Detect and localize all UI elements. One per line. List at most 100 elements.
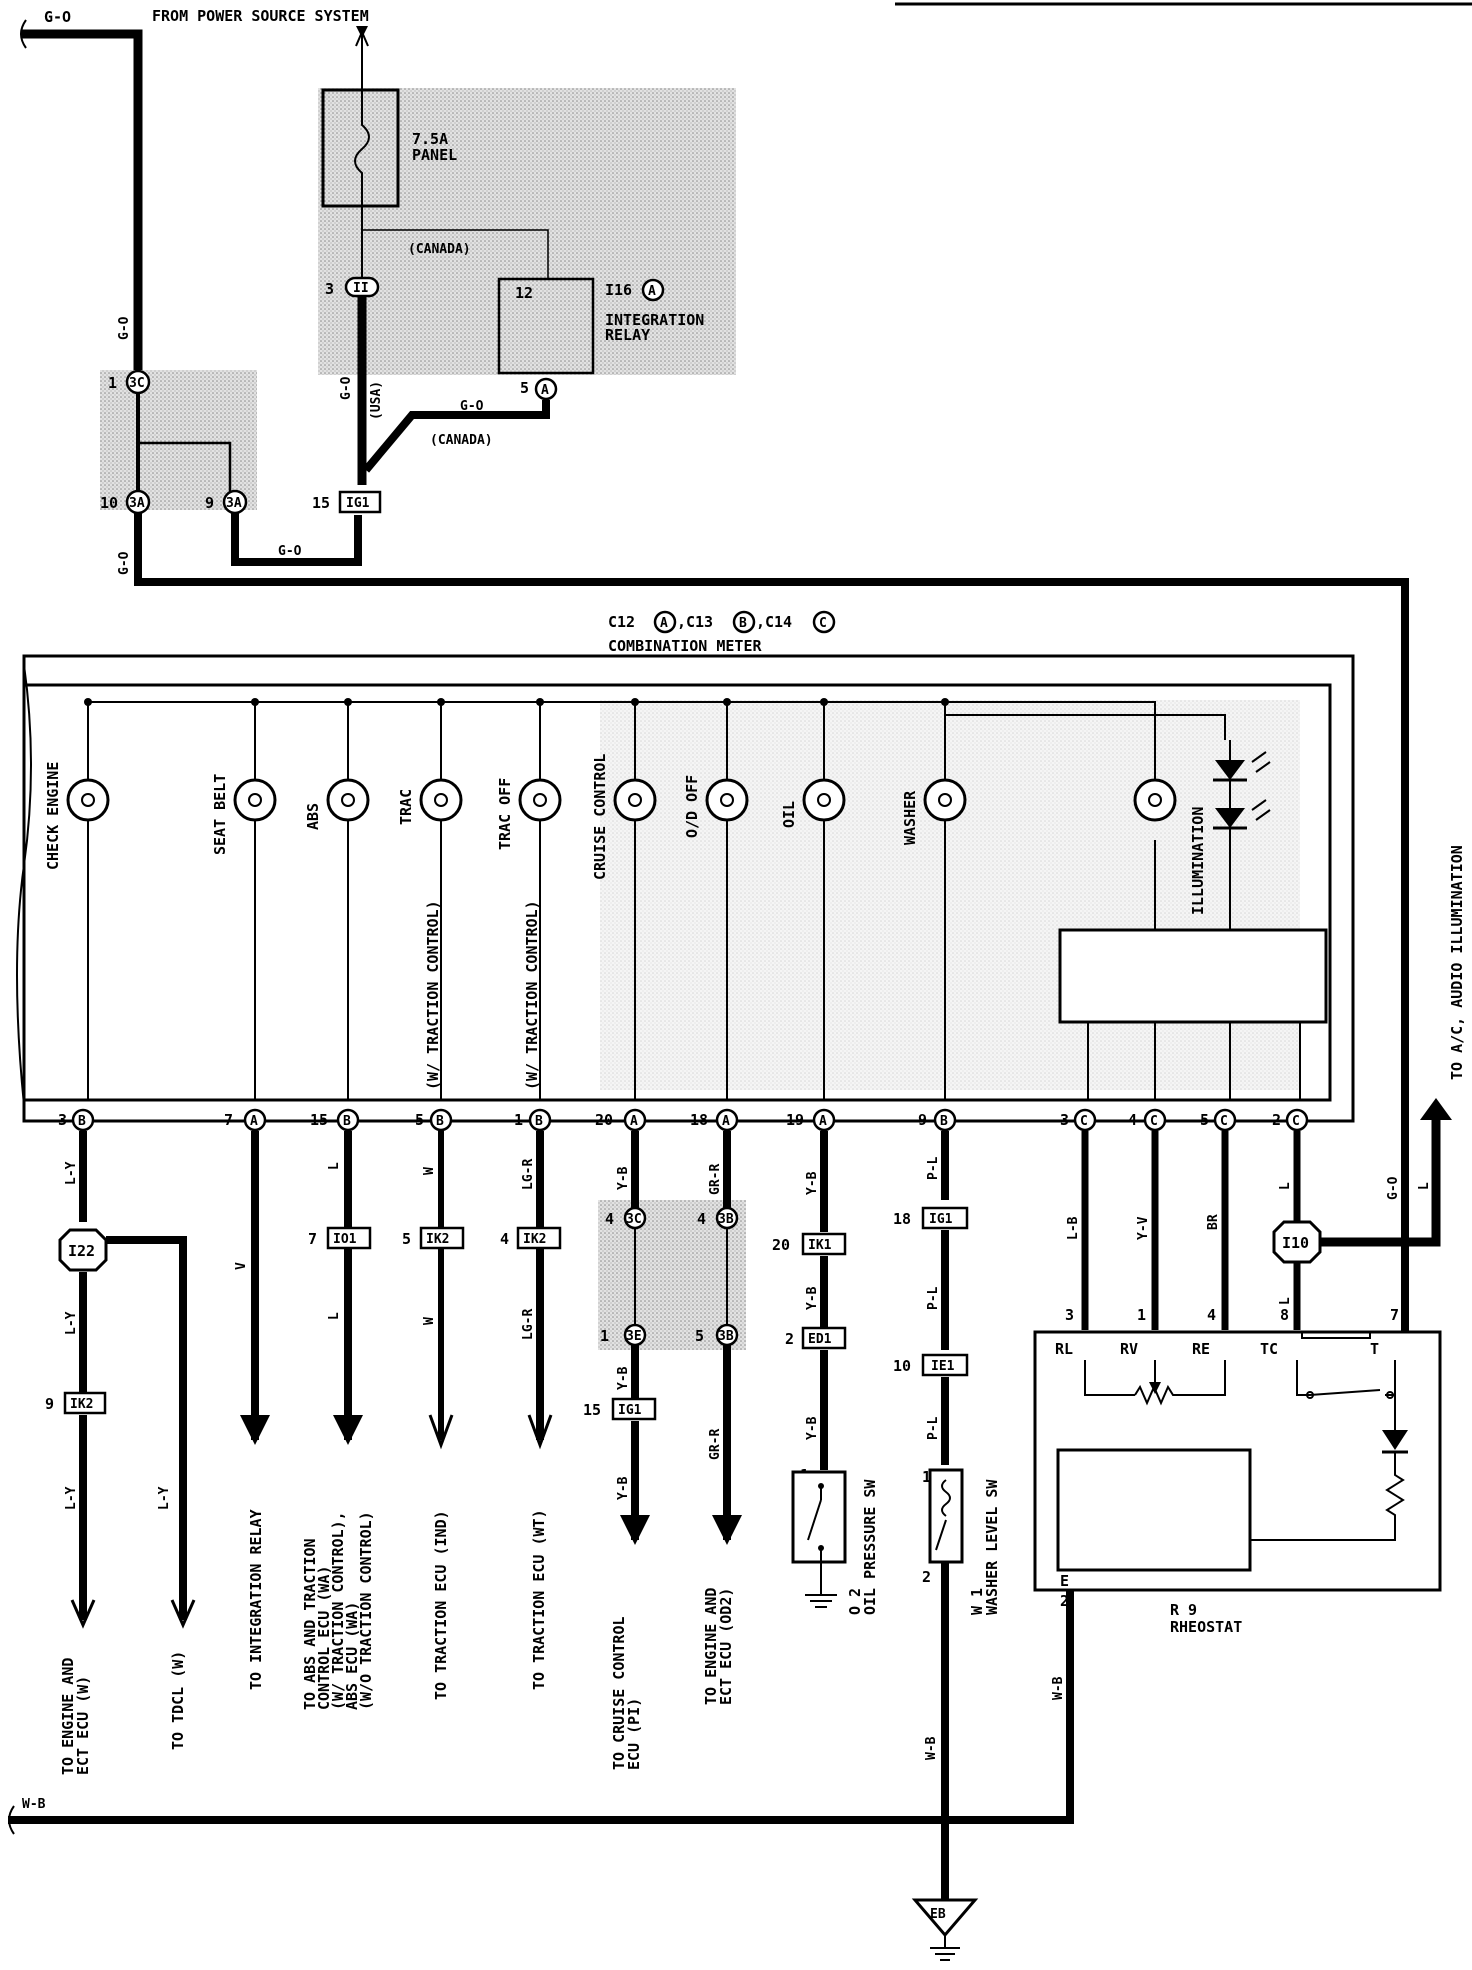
- svg-text:3B: 3B: [718, 1212, 734, 1227]
- svg-text:5: 5: [415, 1111, 424, 1129]
- svg-text:W 1: W 1: [968, 1588, 986, 1615]
- svg-text:TO ENGINE AND: TO ENGINE AND: [702, 1588, 720, 1705]
- svg-text:ECT ECU (W): ECT ECU (W): [74, 1676, 92, 1775]
- dest-integration-relay: TO INTEGRATION RELAY: [247, 1509, 265, 1690]
- wire-label-br: BR: [1206, 1214, 1221, 1230]
- svg-text:TO ENGINE AND: TO ENGINE AND: [59, 1658, 77, 1775]
- label-washer-level-sw: W 1 WASHER LEVEL SW: [968, 1479, 1001, 1615]
- rheo-term-re: RE: [1192, 1340, 1210, 1358]
- rheo-term-rv: RV: [1120, 1340, 1138, 1358]
- wire-label-ly-tdcl: L-Y: [157, 1486, 172, 1510]
- svg-text:(W/ TRACTION CONTROL),: (W/ TRACTION CONTROL),: [329, 1511, 347, 1710]
- relay-connector-a: A: [534, 377, 558, 401]
- rheostat-name: RHEOSTAT: [1170, 1618, 1242, 1636]
- power-section: G-O FROM POWER SOURCE SYSTEM G-O 3C 1 3A…: [20, 2, 1472, 1440]
- svg-text:5: 5: [695, 1327, 704, 1345]
- svg-text:IK2: IK2: [426, 1232, 449, 1247]
- connector-i10: I10: [1272, 1220, 1322, 1264]
- svg-text:OIL PRESSURE SW: OIL PRESSURE SW: [861, 1479, 879, 1615]
- svg-text:C: C: [1292, 1114, 1300, 1129]
- lamp-label-illumination: ILLUMINATION: [1189, 807, 1207, 915]
- canada-label-1: (CANADA): [408, 242, 471, 257]
- svg-text:(W/O TRACTION CONTROL): (W/O TRACTION CONTROL): [357, 1511, 375, 1710]
- svg-text:10: 10: [893, 1357, 911, 1375]
- svg-text:9: 9: [205, 494, 214, 512]
- lamp-label-od-off: O/D OFF: [683, 775, 701, 838]
- wire-label-l-1: L: [327, 1162, 342, 1170]
- svg-text:1: 1: [108, 374, 117, 392]
- wire-label-wb-3: W-B: [22, 1797, 46, 1812]
- connector-3a-right: 3A 9: [205, 489, 248, 515]
- svg-text:A: A: [250, 1114, 258, 1129]
- wire-label-lb: L-B: [1066, 1216, 1081, 1240]
- wire-label-l-5: L: [1278, 1297, 1293, 1305]
- svg-text:TO CRUISE CONTROL: TO CRUISE CONTROL: [610, 1616, 628, 1770]
- svg-text:3C: 3C: [129, 376, 145, 391]
- lamp-label-check-engine: CHECK ENGINE: [44, 762, 62, 870]
- meter-title: COMBINATION METER: [608, 637, 762, 655]
- svg-text:TO ABS AND TRACTION: TO ABS AND TRACTION: [301, 1538, 319, 1710]
- wire-label-yb-3: Y-B: [616, 1476, 631, 1500]
- usa-label: (USA): [369, 381, 384, 420]
- meter-inner-frame: [24, 683, 1332, 1102]
- svg-text:3: 3: [1065, 1306, 1074, 1324]
- wire-label-yb-5: Y-B: [805, 1286, 820, 1310]
- svg-text:I10: I10: [1282, 1234, 1309, 1252]
- potentiometer-icon: [1134, 1360, 1226, 1406]
- dest-engine-ecu: TO ENGINE AND ECT ECU (W): [59, 1658, 92, 1775]
- connector-ik2-c: IK2 4: [500, 1226, 562, 1250]
- connector-ed1: ED1 2: [785, 1326, 847, 1350]
- wire-label-pl-1: P-L: [926, 1156, 941, 1180]
- svg-text:9: 9: [45, 1395, 54, 1413]
- washer-level-switch-icon: [928, 1468, 964, 1564]
- relay-name-2: RELAY: [605, 326, 650, 344]
- svg-text:20: 20: [595, 1111, 613, 1129]
- connector-ig1-washer: IG1 18: [893, 1206, 969, 1230]
- wire-label-l-2: L: [327, 1312, 342, 1320]
- svg-text:2: 2: [785, 1330, 794, 1348]
- svg-text:3E: 3E: [626, 1329, 642, 1344]
- dest-abs: TO ABS AND TRACTION CONTROL ECU (WA) (W/…: [301, 1511, 375, 1710]
- dest-traction-wt: TO TRACTION ECU (WT): [530, 1509, 548, 1690]
- svg-text:EB: EB: [930, 1907, 946, 1922]
- wire-label-lgr-1: LG-R: [521, 1159, 536, 1190]
- svg-text:A: A: [541, 383, 549, 398]
- lamp-label-washer: WASHER: [901, 790, 919, 845]
- wire-label-pl-3: P-L: [926, 1416, 941, 1440]
- rheo-term-tc: TC: [1260, 1340, 1278, 1358]
- meter-outer-box: [22, 654, 1355, 1123]
- wire-label-yb-2: Y-B: [616, 1366, 631, 1390]
- connector-ie1: IE1 10: [893, 1353, 969, 1377]
- lamp-label-cruise: CRUISE CONTROL: [591, 754, 609, 880]
- wire-label-v: V: [234, 1262, 249, 1270]
- svg-text:A: A: [722, 1114, 730, 1129]
- lamp-trac-off-icon: [518, 778, 562, 822]
- relay-pin-5: 5: [520, 379, 529, 397]
- wire-l-audio: [1320, 1118, 1441, 1247]
- audio-destination: TO A/C, AUDIO ILLUMINATION: [1448, 845, 1466, 1080]
- svg-text:4: 4: [697, 1210, 706, 1228]
- lamp-label-abs: ABS: [304, 803, 322, 830]
- svg-text:9: 9: [918, 1111, 927, 1129]
- svg-text:WASHER LEVEL SW: WASHER LEVEL SW: [983, 1479, 1001, 1615]
- label-oil-pressure-sw: O 2 OIL PRESSURE SW: [846, 1479, 879, 1615]
- svg-text:ECT ECU (OD2): ECT ECU (OD2): [717, 1588, 735, 1705]
- svg-text:15: 15: [583, 1401, 601, 1419]
- svg-text:3: 3: [325, 280, 334, 298]
- lamp-note-trac: (W/ TRACTION CONTROL): [424, 900, 442, 1090]
- svg-text:IG1: IG1: [346, 496, 370, 511]
- svg-text:C: C: [1220, 1114, 1228, 1129]
- connector-ig1-cruise: IG1 15: [583, 1397, 657, 1421]
- rheostat-r9: 3 1 4 8 7 RL RV RE TC T E 2 R 9: [1033, 1306, 1442, 1636]
- go-label-2: G-O: [278, 544, 302, 559]
- fuse-rating: 7.5A: [412, 130, 448, 148]
- wave-break-meter: [16, 664, 32, 1106]
- relay-name-1: INTEGRATION: [605, 311, 704, 329]
- lamp-abs-icon: [326, 778, 370, 822]
- ground-eb-icon: EB: [911, 1898, 979, 1961]
- wire-label-yv: Y-V: [1136, 1216, 1151, 1240]
